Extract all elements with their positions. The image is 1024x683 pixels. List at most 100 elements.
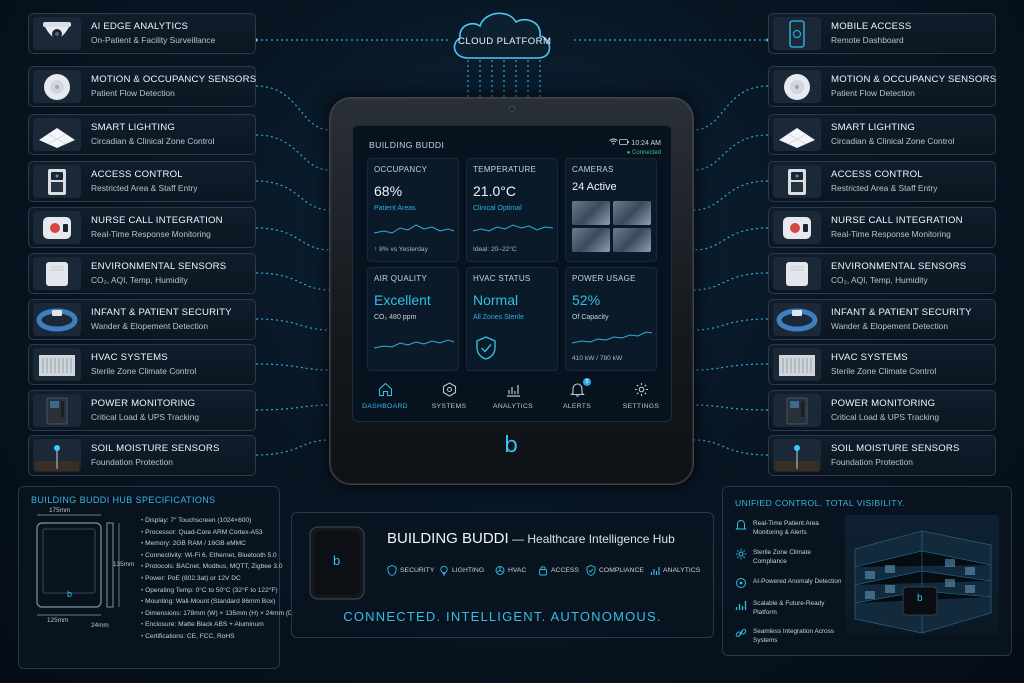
tile-sub: Clinical Optimal — [473, 205, 522, 212]
device-card-subtitle: Foundation Protection — [91, 457, 173, 468]
nav-analytics[interactable]: ANALYTICS — [483, 372, 543, 410]
unified-item-text: Sterile Zone Climate Compliance — [753, 549, 811, 565]
sparkline — [374, 339, 454, 349]
device-card-subtitle: Restricted Area & Staff Entry — [831, 183, 938, 194]
keypad-icon — [773, 165, 821, 198]
camera-feed-thumbnail[interactable] — [613, 201, 651, 225]
bottom-nav: DASHBOARD SYSTEMS ANALYTICS 3 ALERTS SET… — [353, 372, 671, 421]
status-bar: 10:24 AM ● Connected — [608, 138, 661, 156]
hub-device-logo: b — [333, 553, 341, 568]
camera-feed-thumbnail[interactable] — [572, 201, 610, 225]
nav-systems[interactable]: SYSTEMS — [419, 372, 479, 410]
hub-dash: — — [508, 532, 528, 546]
device-card-title: ENVIRONMENTAL SENSORS — [91, 261, 227, 273]
tile-foot: Ideal: 20–22°C — [473, 246, 517, 253]
shield-check-icon — [586, 565, 596, 576]
soil-probe-icon — [773, 439, 821, 472]
tile-foot: 410 kW / 780 kW — [572, 355, 623, 362]
unified-item-text: Scalable & Future-Ready Platform — [753, 600, 825, 616]
tile-hvac-status[interactable]: HVAC STATUS Normal All Zones Sterile — [466, 267, 558, 371]
device-card-title: SOIL MOISTURE SENSORS — [831, 443, 960, 455]
device-card-subtitle: Wander & Elopement Detection — [91, 321, 208, 332]
tile-temperature[interactable]: TEMPERATURE 21.0°C Clinical Optimal Idea… — [466, 158, 558, 262]
device-card-subtitle: Patient Flow Detection — [831, 88, 915, 99]
tile-value: Excellent — [374, 292, 431, 308]
device-card-text: POWER MONITORING Critical Load & UPS Trac… — [91, 398, 199, 422]
lock-icon — [539, 566, 547, 576]
unified-item-text: Seamless Integration Across Systems — [753, 628, 834, 644]
specs-device-logo: b — [67, 589, 73, 599]
nav-dashboard[interactable]: DASHBOARD — [355, 372, 415, 410]
ai-brain-icon — [736, 578, 746, 588]
spec-item: Processor: Quad-Core ARM Cortex-A53 — [141, 527, 295, 539]
specs-title: BUILDING BUDDI HUB SPECIFICATIONS — [31, 495, 216, 505]
camera-feed-thumbnail[interactable] — [613, 228, 651, 252]
nurse-call-icon — [773, 211, 821, 244]
home-icon — [378, 382, 392, 397]
tile-power-usage[interactable]: POWER USAGE 52% Of Capacity 410 kW / 780… — [565, 267, 657, 371]
tile-cameras[interactable]: CAMERAS 24 Active — [565, 158, 657, 262]
nav-alerts[interactable]: 3 ALERTS — [547, 372, 607, 410]
tile-occupancy[interactable]: OCCUPANCY 68% Patient Areas ↑ 8% vs Yest… — [367, 158, 459, 262]
device-card-power-monitoring[interactable]: POWER MONITORING Critical Load & UPS Trac… — [28, 390, 256, 431]
tile-sub: CO₂ 480 ppm — [374, 314, 417, 321]
device-card-subtitle: CO₂, AQI, Temp, Humidity — [831, 275, 928, 286]
soil-probe-icon — [33, 439, 81, 472]
feature-label: COMPLIANCE — [599, 567, 644, 574]
device-card-title: POWER MONITORING — [91, 398, 196, 410]
device-card-title: HVAC SYSTEMS — [91, 352, 168, 364]
device-card-title: ACCESS CONTROL — [91, 169, 183, 181]
screen-title: BUILDING BUDDI — [369, 140, 445, 150]
hub-title: BUILDING BUDDI — Healthcare Intelligence… — [387, 530, 675, 547]
device-card-subtitle: Wander & Elopement Detection — [831, 321, 948, 332]
light-panel-icon — [773, 118, 821, 151]
fan-icon — [495, 566, 505, 575]
device-card-title: POWER MONITORING — [831, 398, 936, 410]
device-card-soil-moisture-sensors[interactable]: SOIL MOISTURE SENSORS Foundation Protecti… — [28, 435, 256, 476]
spec-item: Power: PoE (802.3at) or 12V DC — [141, 573, 295, 585]
hub-device-image — [309, 526, 365, 600]
spec-item: Enclosure: Matte Black ABS + Aluminum — [141, 619, 295, 631]
building-illustration: b — [845, 515, 999, 635]
tile-label: POWER USAGE — [572, 274, 636, 283]
device-card-subtitle: Remote Dashboard — [831, 35, 904, 46]
hub-panel: b BUILDING BUDDI — Healthcare Intelligen… — [291, 512, 714, 638]
device-card-hvac-systems[interactable]: HVAC SYSTEMS Sterile Zone Climate Control — [28, 344, 256, 385]
device-card-subtitle: Sterile Zone Climate Control — [91, 366, 197, 377]
tile-air-quality[interactable]: AIR QUALITY Excellent CO₂ 480 ppm — [367, 267, 459, 371]
device-card-subtitle: Critical Load & UPS Tracking — [91, 412, 199, 423]
unified-item-text: Real-Time Patient Area Monitoring & Aler… — [753, 520, 819, 536]
spec-item: Operating Temp: 0°C to 50°C (32°F to 122… — [141, 585, 295, 597]
spec-item: Dimensions: 178mm (W) × 135mm (H) × 24mm… — [141, 608, 295, 620]
spec-item: Certifications: CE, FCC, RoHS — [141, 631, 295, 643]
nav-settings[interactable]: SETTINGS — [611, 372, 671, 410]
device-card-title: SOIL MOISTURE SENSORS — [91, 443, 220, 455]
camera-feed-thumbnail[interactable] — [572, 228, 610, 252]
